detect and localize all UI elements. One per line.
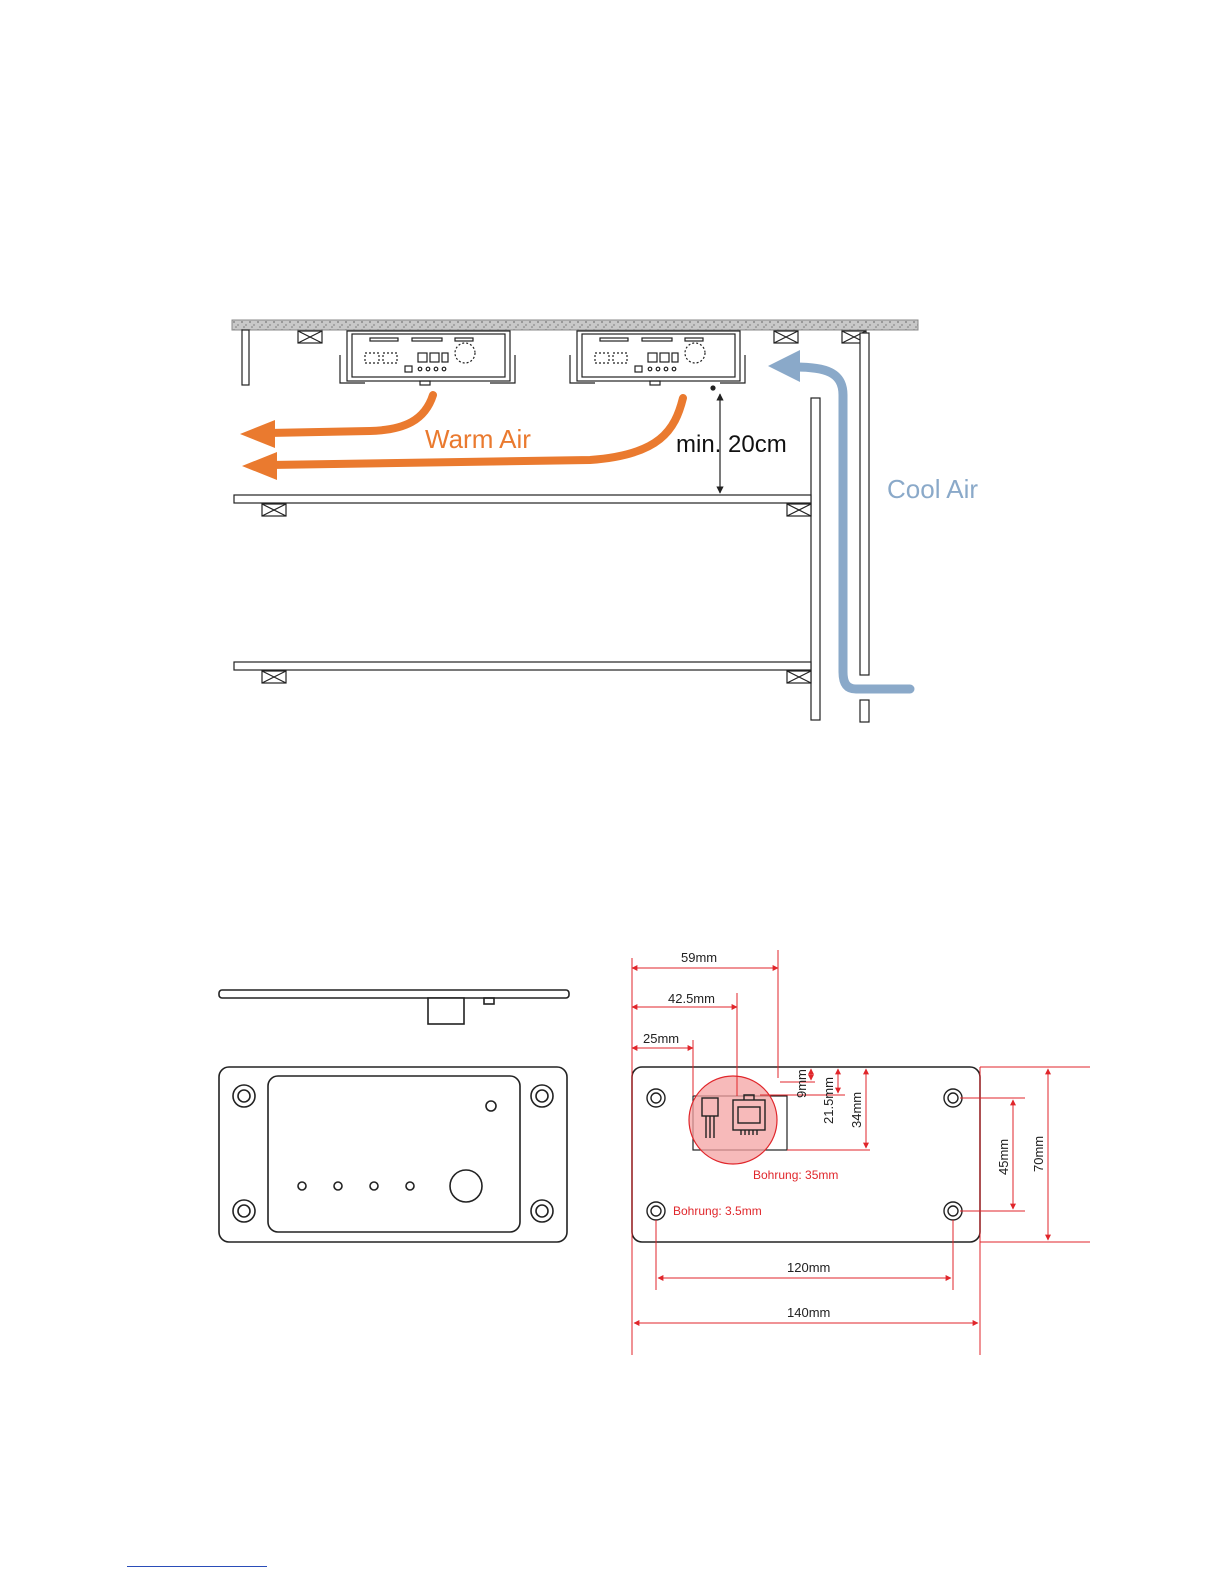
footnote-separator [127, 1566, 267, 1567]
drill-label-large: Bohrung: 35mm [753, 1168, 838, 1182]
dim-label-21-5: 21.5mm [821, 1077, 836, 1124]
cabinet-front-wall [811, 398, 820, 720]
airflow-diagram: min. 20cm Warm Air Cool Air [232, 320, 978, 722]
warm-air-arrowhead-1 [240, 420, 275, 448]
dim-label-34: 34mm [849, 1092, 864, 1128]
warm-air-arrowhead-2 [242, 452, 277, 480]
shelf-lower [234, 662, 811, 670]
dim-label-70: 70mm [1031, 1136, 1046, 1172]
device-unit-1 [340, 331, 515, 385]
cabinet-back-wall-lower [860, 700, 869, 722]
dim-label-42-5: 42.5mm [668, 991, 715, 1006]
panel-side-connector [428, 998, 464, 1024]
cabinet-back-wall [860, 333, 869, 675]
dimension-drawing: 59mm 42.5mm 25mm 120mm 140mm 70mm 45mm 3… [632, 950, 1090, 1355]
warm-air-arrow-1 [268, 395, 433, 433]
cool-air-arrow: Cool Air [768, 350, 978, 689]
panel-front-view [219, 990, 569, 1242]
clearance-label: min. 20cm [676, 431, 787, 458]
dim-label-25: 25mm [643, 1031, 679, 1046]
warm-air-label: Warm Air [425, 424, 531, 454]
left-post [242, 330, 249, 385]
panel-outer [219, 1067, 567, 1242]
drill-label-small: Bohrung: 3.5mm [673, 1204, 762, 1218]
cool-air-label: Cool Air [887, 474, 978, 504]
shelf-blocks [262, 504, 811, 683]
dim-label-9: 9mm [794, 1069, 809, 1098]
dim-label-120: 120mm [787, 1260, 830, 1275]
device-unit-2 [570, 331, 745, 390]
ceiling-slab [232, 320, 918, 330]
dim-label-140: 140mm [787, 1305, 830, 1320]
shelf-upper [234, 495, 811, 503]
dim-label-59: 59mm [681, 950, 717, 965]
warm-air-arrows: Warm Air [240, 395, 683, 480]
dim-label-45: 45mm [996, 1139, 1011, 1175]
panel-side-plate [219, 990, 569, 998]
